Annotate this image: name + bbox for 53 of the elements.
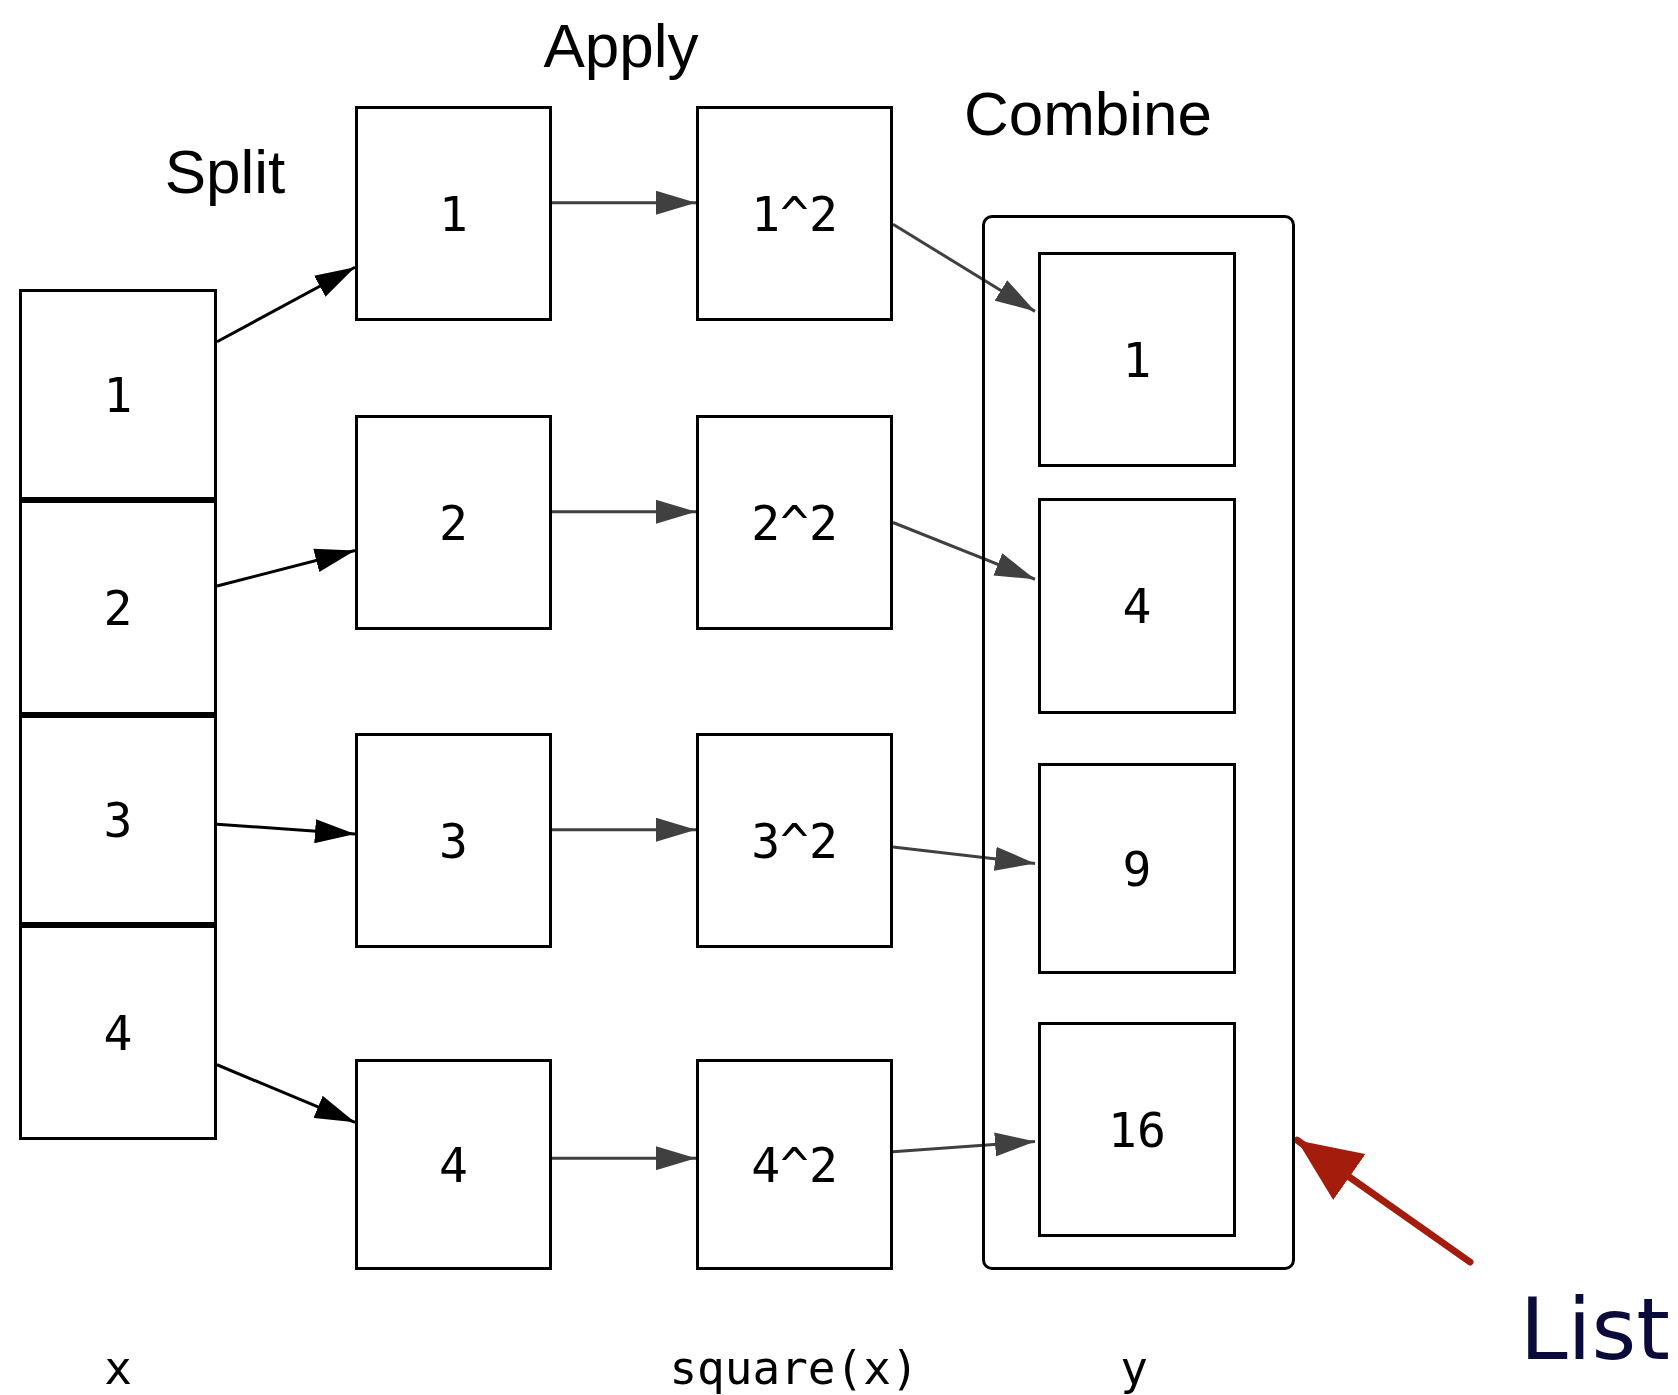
- value-box: [355, 415, 552, 630]
- function-call: square(x): [669, 1341, 919, 1395]
- variable-name: y: [1120, 1341, 1148, 1395]
- stage-heading: Combine: [963, 77, 1213, 149]
- value-box: [696, 733, 893, 948]
- value-text: 3: [103, 792, 133, 848]
- value-text: 1: [1122, 331, 1152, 388]
- value-text: 2: [439, 494, 468, 551]
- stage-heading: Apply: [543, 9, 699, 81]
- value-text: 9: [1122, 840, 1152, 897]
- value-text: 2^2: [751, 494, 838, 551]
- arrow: [892, 222, 1036, 313]
- value-box: [19, 925, 217, 1140]
- value-text: 1^2: [751, 185, 838, 242]
- list-element-box: [1038, 498, 1236, 714]
- value-text: 1: [439, 185, 468, 242]
- value-text: 4: [103, 1004, 133, 1061]
- callout-text: List: [1519, 1286, 1670, 1372]
- list-element-box: [1038, 1022, 1236, 1237]
- arrow: [892, 1131, 1036, 1156]
- value-box: [355, 106, 552, 321]
- list-element-box: [1038, 252, 1236, 467]
- arrow: [552, 190, 696, 215]
- value-text: 16: [1108, 1101, 1166, 1158]
- value-text: 3^2: [751, 812, 838, 869]
- value-text: 4: [1122, 578, 1152, 634]
- value-text: 4^2: [751, 1136, 838, 1193]
- value-box: [19, 500, 217, 715]
- arrow: [1293, 1136, 1474, 1266]
- arrow: [892, 845, 1036, 872]
- value-box: [355, 733, 552, 948]
- stage-heading: Split: [164, 135, 286, 207]
- value-text: 2: [103, 579, 133, 636]
- arrow: [216, 546, 356, 588]
- value-text: 1: [103, 366, 133, 423]
- value-box: [696, 415, 893, 630]
- arrow: [216, 820, 356, 844]
- value-box: [355, 1059, 552, 1270]
- list-container: [982, 215, 1295, 1270]
- value-box: [696, 106, 893, 321]
- value-box: [19, 289, 217, 500]
- arrow: [216, 1063, 356, 1124]
- arrow: [216, 265, 356, 344]
- value-box: [696, 1059, 893, 1270]
- value-text: 4: [439, 1136, 468, 1193]
- list-element-box: [1038, 763, 1236, 974]
- arrow: [552, 499, 696, 524]
- value-text: 3: [439, 812, 468, 869]
- variable-name: x: [104, 1341, 132, 1395]
- arrow: [552, 1146, 696, 1171]
- value-box: [19, 715, 217, 925]
- arrow: [552, 817, 696, 842]
- arrow: [892, 521, 1036, 581]
